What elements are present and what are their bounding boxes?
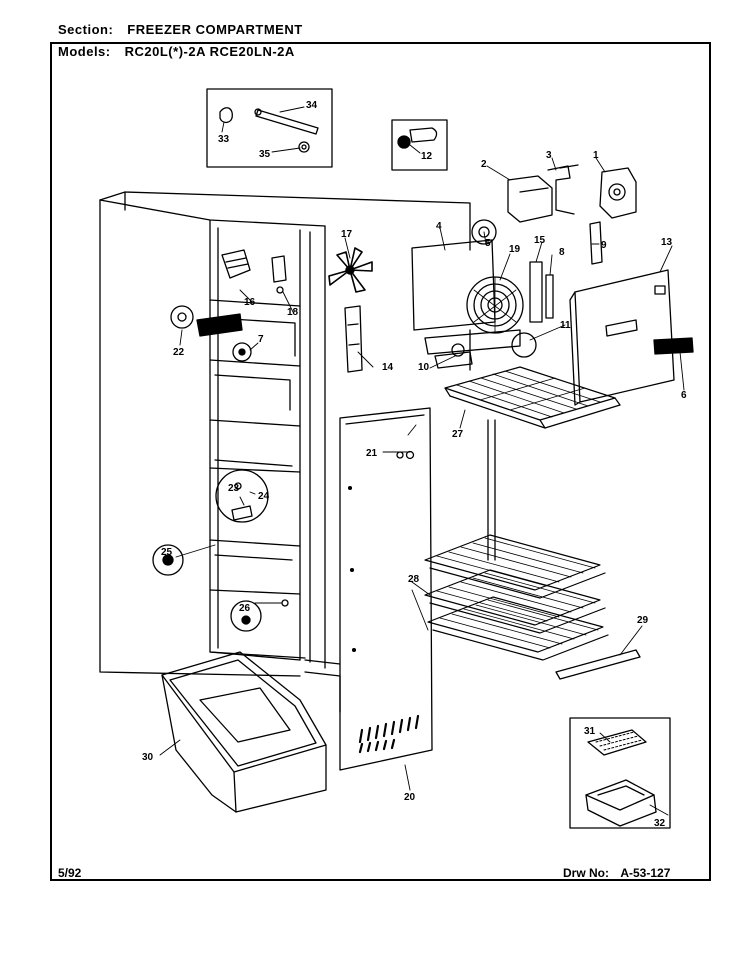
- callout-6: 6: [681, 390, 687, 401]
- parts-inset-31-32: [569, 717, 671, 829]
- callout-3: 3: [546, 150, 552, 161]
- diagram-frame: [50, 42, 711, 881]
- models-heading: Models: RC20L(*)-2A RCE20LN-2A: [58, 44, 295, 59]
- callout-22: 22: [173, 347, 185, 358]
- lower-shelves: [424, 534, 609, 661]
- callout-13: 13: [661, 237, 673, 248]
- callout-8: 8: [559, 247, 565, 258]
- callout-20: 20: [404, 792, 416, 803]
- callout-19: 19: [509, 244, 521, 255]
- drawing-label: Drw No:: [563, 866, 609, 880]
- callout-29: 29: [637, 615, 649, 626]
- section-label: Section:: [58, 22, 114, 37]
- callout-7: 7: [258, 334, 264, 345]
- circled-details: [152, 469, 289, 632]
- upper-shelf: [444, 366, 621, 429]
- footer-date: 5/92: [58, 866, 82, 880]
- models-label: Models:: [58, 44, 111, 59]
- ice-bucket: [161, 651, 327, 813]
- rear-panel: [339, 407, 433, 771]
- callout-31: 31: [584, 726, 596, 737]
- freezer-cabinet: [99, 191, 496, 713]
- callout-24: 24: [258, 491, 270, 502]
- callout-35: 35: [259, 149, 271, 160]
- callout-18: 18: [287, 307, 299, 318]
- callout-12: 12: [421, 151, 433, 162]
- callout-1: 1: [593, 150, 599, 161]
- fan-assembly: [328, 219, 537, 369]
- callout-15: 15: [534, 235, 546, 246]
- callout-5: 5: [485, 238, 491, 249]
- callout-34: 34: [306, 100, 318, 111]
- callout-23: 23: [228, 483, 240, 494]
- callout-28: 28: [408, 574, 420, 585]
- callout-9: 9: [601, 240, 607, 251]
- parts-inset-33-35: [206, 88, 333, 168]
- callout-17: 17: [341, 229, 353, 240]
- callout-4: 4: [436, 221, 442, 232]
- callout-32: 32: [654, 818, 666, 829]
- callout-2: 2: [481, 159, 487, 170]
- leader-lines: [159, 106, 685, 816]
- evaporator-cover: [569, 269, 694, 406]
- trim-strip: [555, 649, 641, 680]
- callout-30: 30: [142, 752, 154, 763]
- section-heading: Section: FREEZER COMPARTMENT: [58, 22, 303, 37]
- section-value: FREEZER COMPARTMENT: [127, 22, 303, 37]
- callout-11: 11: [560, 320, 571, 331]
- callout-labels: 1 2 3 4 5 6 7 8 9 10 11 12 13 14 15 16 1…: [142, 100, 687, 829]
- callout-10: 10: [418, 362, 430, 373]
- callout-16: 16: [244, 297, 256, 308]
- drawing-value: A-53-127: [620, 866, 671, 880]
- callout-21: 21: [366, 448, 378, 459]
- callout-26: 26: [239, 603, 251, 614]
- control-components: [170, 249, 554, 373]
- callout-27: 27: [452, 429, 464, 440]
- callout-25: 25: [161, 547, 173, 558]
- footer-drawing-number: Drw No: A-53-127: [563, 866, 670, 880]
- parts-inset-12: [391, 119, 448, 171]
- callout-14: 14: [382, 362, 394, 373]
- bracket-parts: [507, 164, 637, 265]
- callout-33: 33: [218, 134, 230, 145]
- models-value: RC20L(*)-2A RCE20LN-2A: [124, 44, 295, 59]
